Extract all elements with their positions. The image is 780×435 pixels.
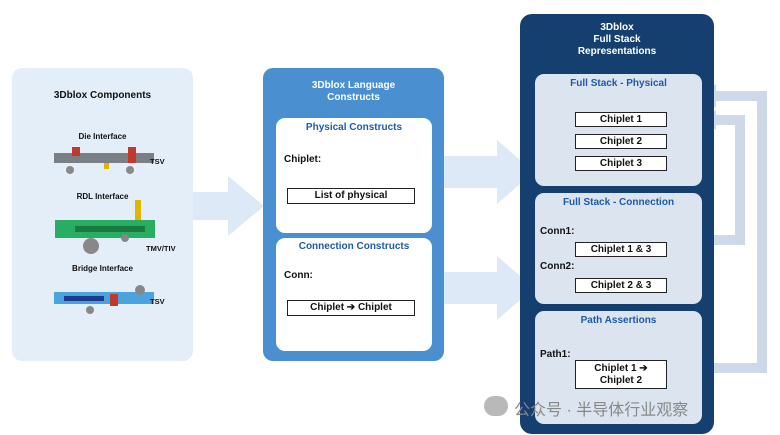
loop-arrow-outer	[700, 91, 767, 373]
conn2-box: Chiplet 2 & 3	[575, 278, 667, 293]
fullstack-title: 3Dblox Full Stack Representations	[577, 22, 657, 57]
language-title: 3Dblox Language Constructs	[311, 80, 396, 103]
conn-label: Conn:	[284, 270, 313, 281]
fullstack-connection-title: Full Stack - Connection	[562, 197, 675, 208]
physical-list-box: List of physical	[287, 188, 415, 204]
chiplet-to-chiplet-box: Chiplet ➔ Chiplet	[287, 300, 415, 316]
rdl-interface-label: RDL Interface	[76, 192, 129, 201]
path-assertions-title: Path Assertions	[580, 315, 657, 326]
bridge-interface-illustration	[54, 285, 154, 314]
wechat-icon	[484, 396, 508, 416]
physical-constructs-title: Physical Constructs	[305, 122, 403, 133]
fullstack-physical-title: Full Stack - Physical	[570, 78, 667, 89]
arrow-physical-to-fullstack	[444, 140, 534, 204]
connection-constructs-card	[276, 238, 432, 351]
rdl-interface-illustration	[55, 200, 155, 254]
chiplet-3-box: Chiplet 3	[575, 156, 667, 171]
chiplet-1-box: Chiplet 1	[575, 112, 667, 127]
bridge-interface-label: Bridge Interface	[72, 264, 133, 273]
path1-box: Chiplet 1 ➔ Chiplet 2	[575, 360, 667, 389]
arrow-connection-to-fullstack	[444, 256, 534, 320]
path1-label: Path1:	[540, 349, 571, 360]
physical-constructs-card	[276, 118, 432, 233]
loop-arrow-inner	[700, 115, 745, 245]
conn2-label: Conn2:	[540, 261, 575, 272]
tsv-label: TSV	[150, 157, 165, 166]
connection-constructs-title: Connection Constructs	[298, 241, 410, 252]
components-panel	[12, 68, 193, 361]
components-title: 3Dblox Components	[53, 90, 152, 101]
die-interface-label: Die Interface	[78, 132, 127, 141]
watermark-text: 公众号 · 半导体行业观察	[514, 402, 689, 419]
tmv-tiv-label: TMV/TIV	[146, 244, 176, 253]
die-interface-illustration	[54, 147, 154, 174]
conn1-box: Chiplet 1 & 3	[575, 242, 667, 257]
arrow-components-to-language	[193, 176, 264, 236]
chiplet-2-box: Chiplet 2	[575, 134, 667, 149]
conn1-label: Conn1:	[540, 226, 575, 237]
tsv-label-bridge: TSV	[150, 297, 165, 306]
chiplet-label: Chiplet:	[284, 154, 322, 165]
